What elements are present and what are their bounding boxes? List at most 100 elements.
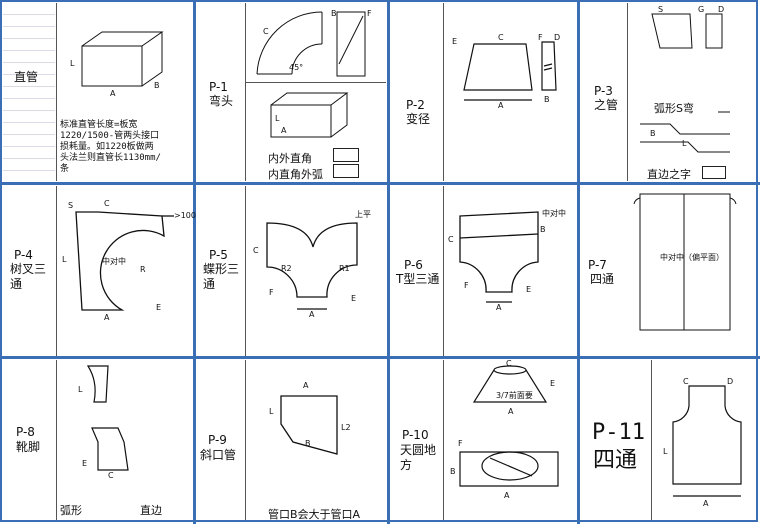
sep [443, 186, 444, 356]
svg-text:E: E [452, 37, 457, 46]
svg-text:R2: R2 [281, 264, 292, 273]
svg-text:B: B [650, 129, 656, 138]
p9-name: 斜口管 [200, 448, 237, 462]
svg-text:L: L [682, 139, 687, 148]
svg-text:中对中（偏平面）: 中对中（偏平面） [660, 252, 724, 262]
svg-text:F: F [538, 33, 543, 42]
svg-text:E: E [550, 379, 555, 388]
row-divider-2 [0, 356, 760, 359]
p1-name: 弯头 [209, 94, 234, 108]
svg-text:>100: >100 [174, 211, 196, 220]
svg-text:A: A [110, 89, 116, 98]
svg-text:A: A [104, 313, 110, 322]
svg-text:C: C [498, 33, 504, 42]
p11-cross-diagram: C D L A [663, 377, 742, 508]
svg-text:S: S [68, 201, 73, 210]
p9-caption: 管口B会大于管口A [268, 508, 361, 521]
p1-elbow-diagram: C 45° F B [256, 9, 372, 77]
svg-text:C: C [683, 377, 689, 386]
p10-transition-diagram: C 3/7前面要 A F B A E [450, 359, 559, 500]
svg-text:L: L [275, 114, 280, 123]
svg-text:E: E [82, 459, 87, 468]
svg-text:B: B [540, 225, 546, 234]
p2-name: 变径 [406, 112, 431, 126]
sep [246, 82, 386, 83]
svg-text:A: A [508, 407, 514, 416]
svg-text:L2: L2 [341, 423, 351, 432]
straight-pipe-label: 直管 [14, 70, 39, 84]
p2-reducer-diagram: E C A B F D [452, 33, 560, 110]
svg-text:F: F [464, 281, 469, 290]
sep [443, 360, 444, 520]
p6-name: T型三通 [396, 272, 440, 286]
straight-pipe-note: 标准直管长度=板宽 1220/1500-管两头接口 损耗量。如1220板做两 头… [60, 120, 161, 174]
sep [651, 360, 652, 520]
sep [443, 3, 444, 181]
svg-text:上平: 上平 [355, 210, 371, 219]
p4-tee-diagram: S C >100 中对中 R A E L [62, 199, 196, 322]
svg-text:C: C [448, 235, 454, 244]
svg-text:F: F [367, 9, 372, 18]
svg-text:G: G [698, 5, 704, 14]
p4-name: 树叉三 通 [10, 262, 47, 291]
svg-text:R: R [140, 265, 146, 274]
svg-text:E: E [526, 285, 531, 294]
p9-id: P-9 [208, 433, 227, 447]
svg-text:B: B [331, 9, 337, 18]
p6-id: P-6 [404, 258, 423, 272]
svg-text:A: A [281, 126, 287, 135]
svg-text:45°: 45° [289, 63, 303, 72]
p7-name: 四通 [590, 272, 615, 286]
p5-name: 蝶形三 通 [203, 262, 240, 291]
straight-pipe-diagram: L A B [70, 31, 164, 98]
svg-text:C: C [104, 199, 110, 208]
svg-text:D: D [718, 5, 724, 14]
p11-name: 四通 [593, 448, 638, 473]
p1-id: P-1 [209, 80, 228, 94]
p3-name: 之管 [594, 98, 619, 112]
svg-text:3/7前面要: 3/7前面要 [496, 390, 533, 400]
svg-text:A: A [703, 499, 709, 508]
p8-id: P-8 [16, 425, 35, 439]
col-divider-3 [577, 0, 580, 524]
p8-caption-1: 弧形 [60, 504, 82, 517]
svg-text:L: L [62, 255, 67, 264]
sep [627, 3, 628, 181]
svg-text:S: S [658, 5, 663, 14]
svg-text:F: F [269, 288, 274, 297]
svg-text:R1: R1 [339, 264, 350, 273]
p3-caption-2: 直边之字 [647, 168, 691, 181]
p1-option-1-box[interactable] [333, 148, 359, 162]
col-divider-2 [387, 0, 390, 524]
svg-text:C: C [253, 246, 259, 255]
sep [245, 360, 246, 520]
sep [56, 360, 57, 520]
svg-text:L: L [70, 59, 75, 68]
p1-option-2-box[interactable] [333, 164, 359, 178]
svg-text:中对中: 中对中 [102, 256, 126, 266]
svg-text:E: E [156, 303, 161, 312]
p1-option-1: 内外直角 [268, 152, 312, 165]
p4-id: P-4 [14, 248, 33, 262]
p10-id: P-10 [402, 428, 429, 442]
svg-text:F: F [458, 439, 463, 448]
svg-text:L: L [78, 385, 83, 394]
svg-text:中对中: 中对中 [542, 208, 566, 218]
svg-text:A: A [303, 381, 309, 390]
p7-id: P-7 [588, 258, 607, 272]
svg-text:A: A [496, 303, 502, 312]
p3-caption-box[interactable] [702, 166, 726, 179]
svg-text:A: A [504, 491, 510, 500]
row-divider-1 [0, 182, 760, 185]
p11-id: P-11 [592, 420, 645, 445]
svg-text:C: C [108, 471, 114, 480]
p1-option-2: 内直角外弧 [268, 168, 323, 181]
svg-text:B: B [154, 81, 160, 90]
p3-caption-1: 弧形S弯 [654, 102, 694, 115]
p8-caption-2: 直边 [140, 504, 162, 517]
p6-t-tee-diagram: C 中对中 B A F E [448, 208, 566, 312]
svg-text:E: E [351, 294, 356, 303]
svg-text:B: B [450, 467, 456, 476]
sep [245, 3, 246, 181]
